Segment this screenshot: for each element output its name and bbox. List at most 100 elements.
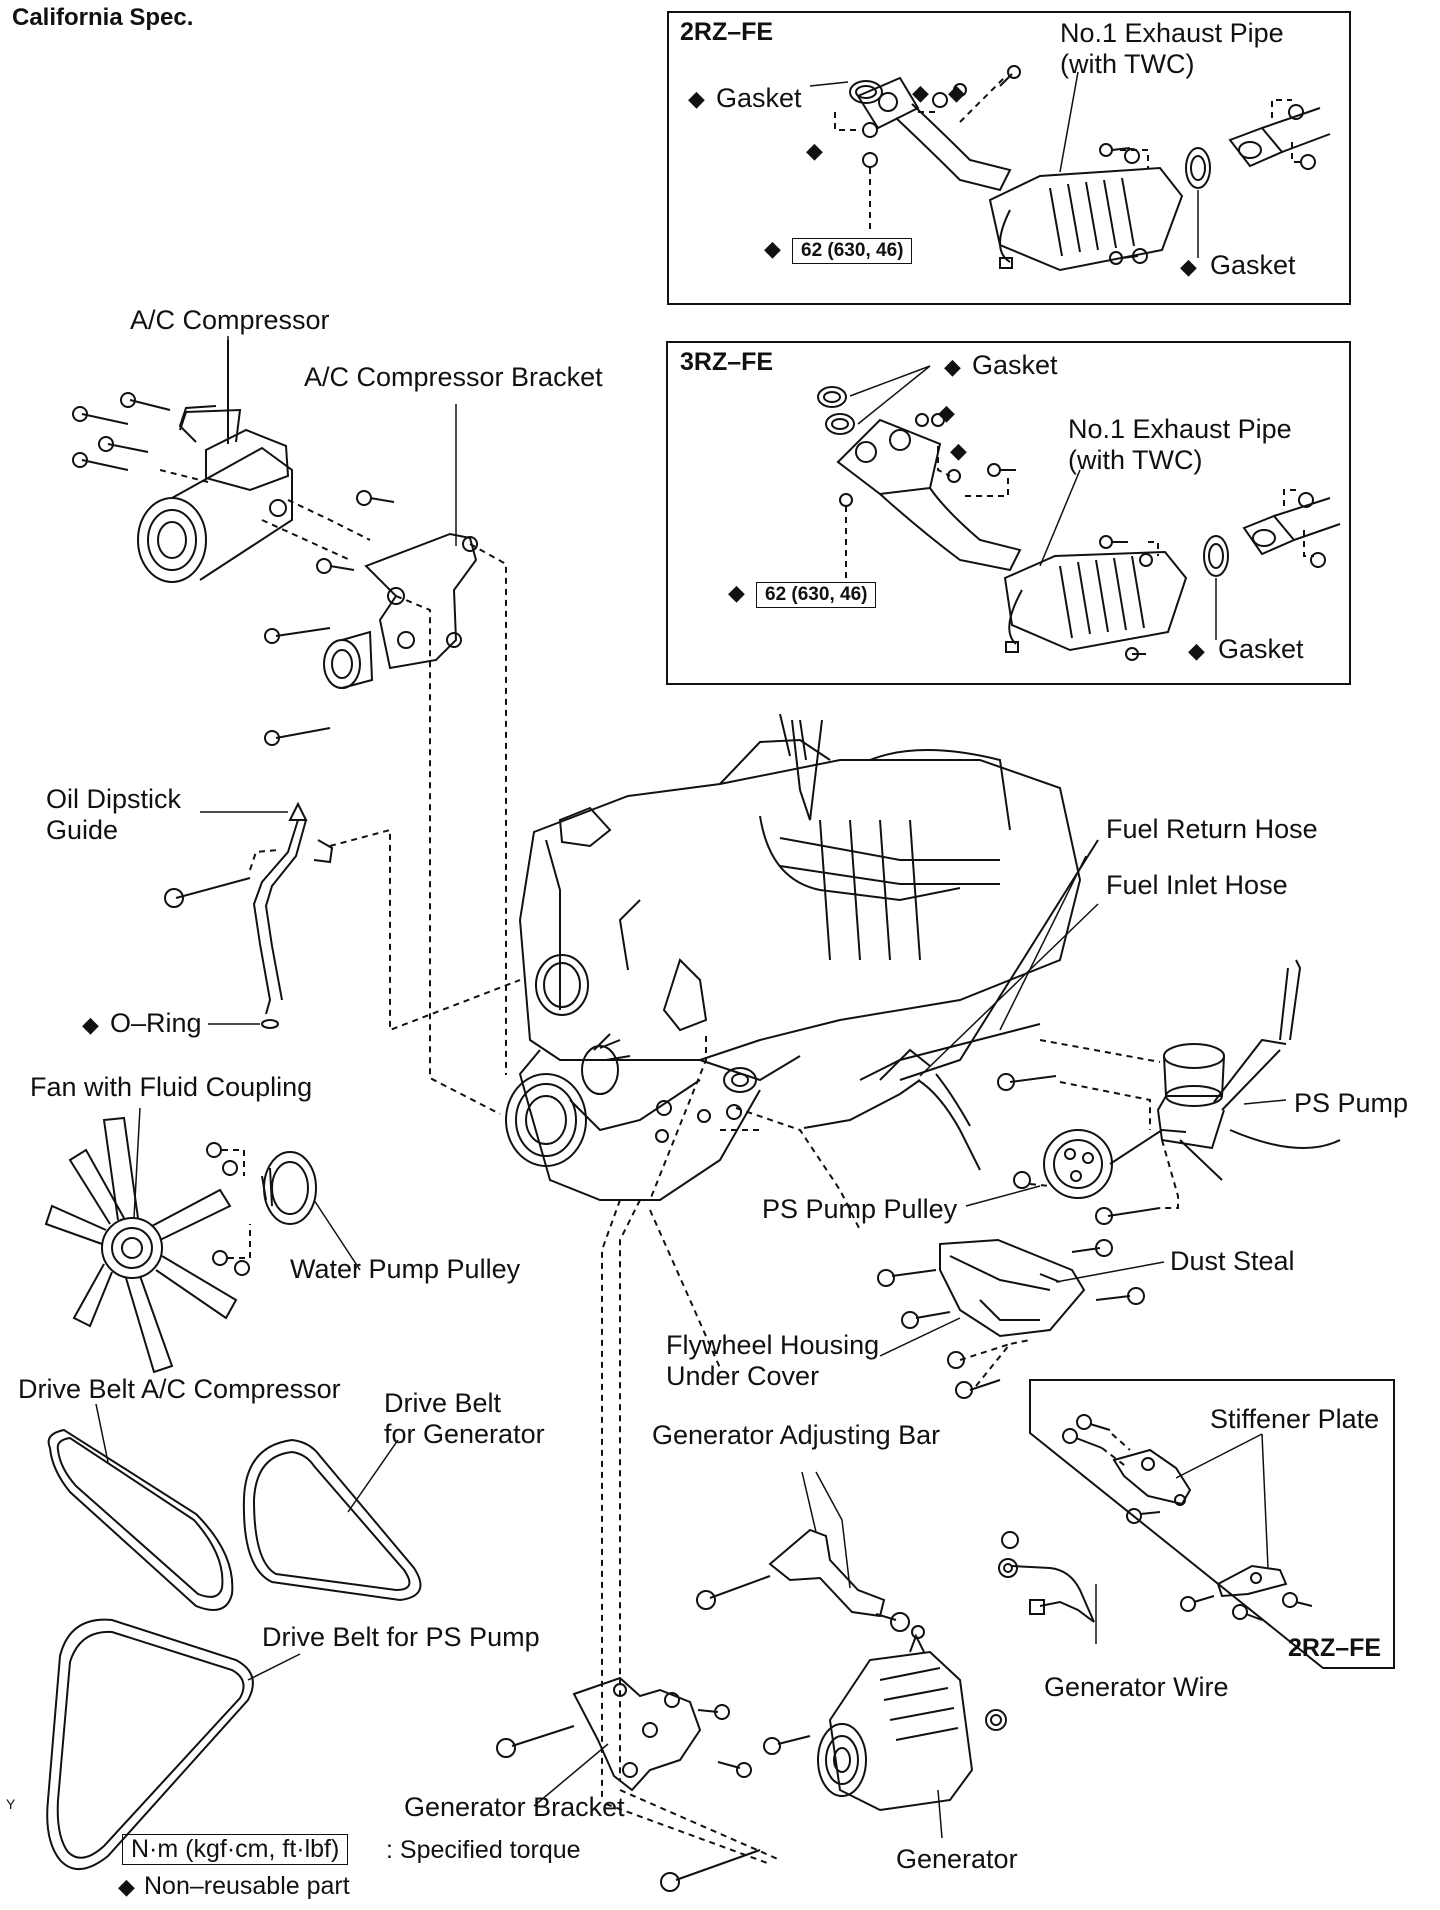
belt-solid-leaders	[95, 1403, 399, 1681]
nonreusable-marker: ◆	[806, 138, 823, 163]
nonreusable-marker: ◆	[728, 580, 745, 605]
fuel-hose-drawing	[803, 839, 1099, 1171]
label-flywheel-cover: Flywheel Housing Under Cover	[666, 1330, 879, 1392]
ps-solid-leaders	[919, 855, 1287, 1207]
leaders-2rz	[834, 75, 1300, 232]
dust-seal-drawing	[877, 1238, 1145, 1399]
label-generator-adjusting-bar: Generator Adjusting Bar	[652, 1420, 941, 1450]
solid-leaders-3rz	[849, 365, 1217, 640]
label-2rz-exhaust-pipe-line1: No.1 Exhaust Pipe	[1060, 18, 1284, 48]
label-drive-belt-generator: Drive Belt for Generator	[384, 1388, 545, 1450]
fan-leaders	[222, 1149, 251, 1259]
gen-wire-drawing	[998, 1531, 1095, 1623]
label-2rz-gasket-right: Gasket	[1210, 250, 1296, 280]
exhaust-pipe-2rz	[849, 65, 1331, 272]
label-fuel-return-hose: Fuel Return Hose	[1106, 814, 1318, 844]
ac-solid-leaders	[227, 336, 457, 546]
nonreusable-marker: ◆	[118, 1874, 135, 1899]
gen-adj-bar-drawing	[696, 1528, 910, 1632]
label-oil-dipstick-line1: Oil Dipstick	[46, 784, 182, 814]
label-ac-compressor: A/C Compressor	[130, 305, 330, 335]
dipstick-solid-leaders	[200, 811, 288, 1025]
dipstick-leaders	[249, 828, 521, 1032]
label-oil-dipstick-line2: Guide	[46, 815, 119, 845]
label-3rz-gasket-right: Gasket	[1218, 634, 1304, 664]
engine-block	[505, 713, 1082, 1201]
label-o-ring: O–Ring	[110, 1008, 202, 1038]
label-water-pump-pulley: Water Pump Pulley	[290, 1254, 521, 1284]
fan-drawing	[44, 1116, 317, 1374]
nonreusable-marker: ◆	[938, 400, 955, 425]
nonreusable-marker: ◆	[950, 438, 967, 463]
dust-leaders	[959, 1339, 1031, 1387]
stiffener-leaders	[1101, 1433, 1131, 1469]
fan-solid-leaders	[133, 1107, 361, 1271]
generator-leaders	[605, 1789, 781, 1865]
nonreusable-marker: ◆	[912, 80, 929, 105]
gen-bracket-solid-leaders	[533, 1743, 609, 1807]
ac-bolts	[72, 392, 395, 746]
ps-pump-drawing	[997, 959, 1341, 1225]
generator-drawing	[660, 1625, 1007, 1892]
label-fuel-inlet-hose: Fuel Inlet Hose	[1106, 870, 1288, 900]
torque-3rz: 62 (630, 46)	[756, 582, 877, 608]
legend-nonreusable: Non–reusable part	[144, 1872, 350, 1900]
label-oil-dipstick-guide: Oil Dipstick Guide	[46, 784, 181, 846]
box-3rz-frame	[666, 341, 1351, 685]
label-ps-pump-pulley: PS Pump Pulley	[762, 1194, 958, 1224]
label-ps-pump: PS Pump	[1294, 1088, 1409, 1118]
label-3rz-exhaust-pipe-line1: No.1 Exhaust Pipe	[1068, 414, 1292, 444]
label-generator-wire: Generator Wire	[1044, 1672, 1229, 1702]
dust-solid-leaders	[879, 1261, 1165, 1357]
label-drive-belt-ac: Drive Belt A/C Compressor	[18, 1374, 341, 1404]
exhaust-pipe-3rz	[817, 386, 1341, 661]
generator-solid-leaders	[937, 1789, 943, 1839]
box-2rz-title: 2RZ–FE	[680, 18, 774, 46]
leaders-3rz	[845, 446, 1314, 584]
nonreusable-marker: ◆	[688, 86, 705, 111]
nonreusable-marker: ◆	[1188, 638, 1205, 663]
gen-bracket-drawing	[496, 1676, 752, 1792]
nonreusable-marker: ◆	[764, 236, 781, 261]
label-drive-belt-ps: Drive Belt for PS Pump	[262, 1622, 540, 1652]
nonreusable-marker: ◆	[82, 1012, 99, 1037]
label-drive-belt-gen-line1: Drive Belt	[384, 1388, 502, 1418]
belt-ps	[46, 1618, 254, 1870]
ac-compressor-drawing	[137, 340, 293, 583]
label-generator: Generator	[896, 1844, 1018, 1874]
gen-adj-solid-leaders	[801, 1471, 851, 1589]
nonreusable-marker: ◆	[948, 80, 965, 105]
label-3rz-gasket-top: Gasket	[972, 350, 1058, 380]
ac-leaders	[159, 469, 507, 1115]
page-title: California Spec.	[12, 4, 194, 31]
box-stiffener-frame	[1029, 1379, 1395, 1669]
label-3rz-exhaust-pipe: No.1 Exhaust Pipe (with TWC)	[1068, 414, 1292, 476]
nonreusable-marker: ◆	[1180, 254, 1197, 279]
label-drive-belt-gen-line2: for Generator	[384, 1419, 545, 1449]
engine-leaders	[601, 1036, 861, 1800]
oil-dipstick-drawing	[164, 801, 334, 1029]
label-flywheel-line2: Under Cover	[666, 1361, 820, 1391]
label-dust-seal: Dust Steal	[1170, 1246, 1295, 1276]
box-stiffener-engine: 2RZ–FE	[1288, 1634, 1382, 1662]
stiffener-drawing	[1062, 1414, 1313, 1621]
stiffener-solid-leaders	[1175, 1433, 1269, 1569]
corner-mark: Y	[6, 1796, 16, 1812]
legend-torque-text: : Specified torque	[386, 1836, 581, 1864]
belt-generator	[242, 1438, 422, 1602]
label-flywheel-line1: Flywheel Housing	[666, 1330, 880, 1360]
label-generator-bracket: Generator Bracket	[404, 1792, 625, 1822]
legend-torque-box: N·m (kgf·cm, ft·lbf)	[122, 1834, 349, 1865]
ac-bracket-drawing	[323, 532, 478, 689]
label-fan-fluid-coupling: Fan with Fluid Coupling	[30, 1072, 313, 1102]
label-2rz-exhaust-pipe-line2: (with TWC)	[1060, 49, 1195, 79]
torque-2rz: 62 (630, 46)	[792, 238, 913, 264]
belt-ac	[47, 1428, 234, 1611]
label-3rz-exhaust-pipe-line2: (with TWC)	[1068, 445, 1203, 475]
label-2rz-gasket-left: Gasket	[716, 83, 802, 113]
label-2rz-exhaust-pipe: No.1 Exhaust Pipe (with TWC)	[1060, 18, 1284, 80]
label-ac-compressor-bracket: A/C Compressor Bracket	[304, 362, 603, 392]
solid-leaders-2rz	[809, 71, 1199, 258]
